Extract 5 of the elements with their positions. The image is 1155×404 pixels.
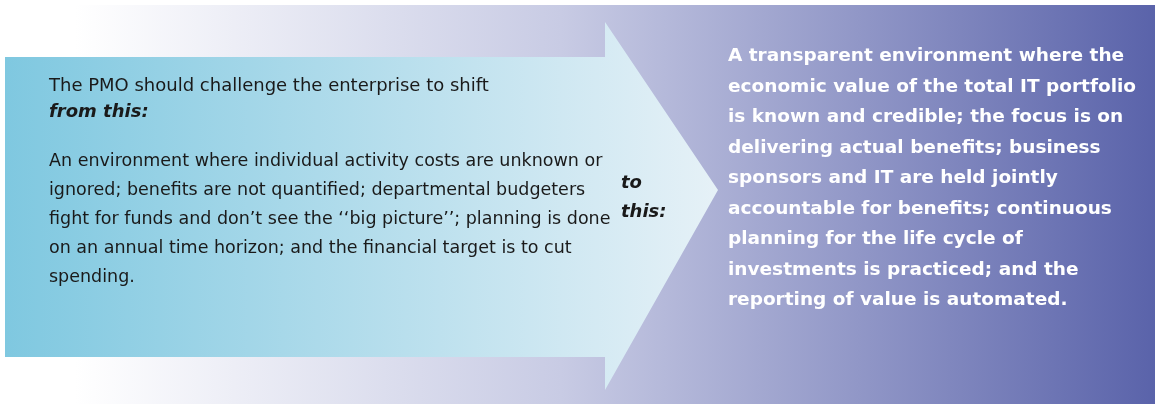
heading-text: The PMO should challenge the enterprise to shift [49, 73, 490, 97]
body-text: A transparent environment where the economic value of the total IT portfolio is known and credible; the focus is on delivering actual benefits; business sponsors and IT are held jointly accountable for benefits; continuous planning for the life cycle of investments is practiced; and the reporting of value is automated. [728, 43, 1138, 311]
emphasis-text: from this: [49, 99, 149, 123]
body-text: An environment where individual activity costs are unknown or ignored; benefits are not quantified; departmental budgeters fight for funds and don’t see the ‘‘big picture’’; planning is done on an annual time horizon; and the financial target is to cut spending. [49, 149, 612, 288]
arrow-label: to this: [621, 170, 668, 223]
